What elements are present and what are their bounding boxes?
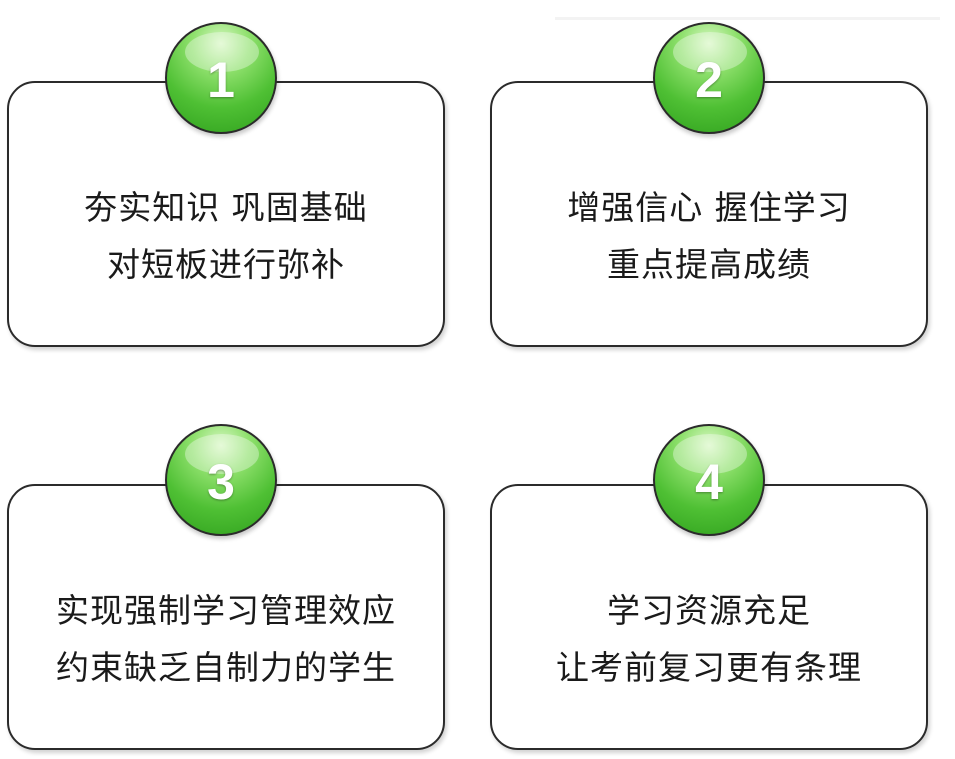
number-badge-1: 1 — [165, 22, 277, 134]
badge-number-2: 2 — [695, 52, 723, 108]
number-badge-4: 4 — [653, 424, 765, 536]
feature-card-2-line-1: 增强信心 握住学习 — [567, 188, 851, 227]
feature-card-3-text: 实现强制学习管理效应 约束缺乏自制力的学生 — [9, 582, 443, 696]
feature-card-4-text: 学习资源充足 让考前复习更有条理 — [492, 582, 926, 696]
number-badge-2: 2 — [653, 22, 765, 134]
feature-card-1-line-1: 夯实知识 巩固基础 — [84, 188, 368, 227]
feature-card-2-text: 增强信心 握住学习 重点提高成绩 — [492, 179, 926, 293]
badge-number-4: 4 — [695, 454, 723, 510]
feature-card-3-line-1: 实现强制学习管理效应 — [56, 591, 396, 630]
feature-card-1-text: 夯实知识 巩固基础 对短板进行弥补 — [9, 179, 443, 293]
feature-card-2-line-2: 重点提高成绩 — [607, 245, 811, 284]
feature-card-4-line-1: 学习资源充足 — [607, 591, 811, 630]
top-divider — [555, 17, 940, 20]
feature-card-4-line-2: 让考前复习更有条理 — [556, 648, 862, 687]
badge-number-3: 3 — [207, 454, 235, 510]
feature-card-3-line-2: 约束缺乏自制力的学生 — [56, 648, 396, 687]
badge-number-1: 1 — [207, 52, 235, 108]
number-badge-3: 3 — [165, 424, 277, 536]
feature-card-1-line-2: 对短板进行弥补 — [107, 245, 345, 284]
